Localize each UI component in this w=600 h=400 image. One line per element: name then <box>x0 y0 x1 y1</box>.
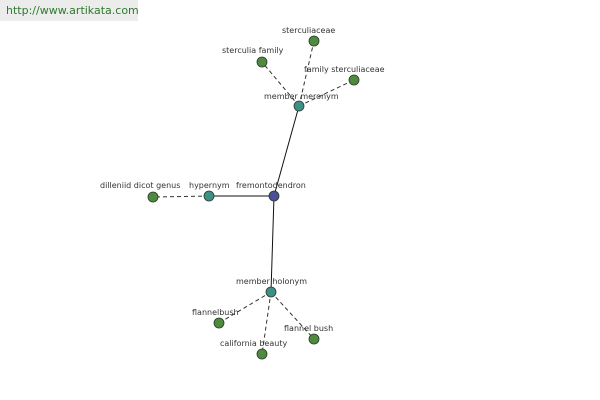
graph-labels: fremontodendron hypernym member meronym mem… <box>100 26 385 348</box>
node-label-california-beauty[interactable]: california beauty <box>220 339 287 348</box>
edge-fremontodendron-to-member-holonym <box>270 195 275 293</box>
node-flannel-bush[interactable] <box>308 333 320 345</box>
node-fremontodendron[interactable] <box>268 190 280 202</box>
edge-member-holonym-to-flannel-bush <box>270 291 315 340</box>
site-watermark[interactable]: http://www.artikata.com <box>0 0 139 21</box>
node-family-sterculiaceae[interactable] <box>348 74 360 86</box>
edge-fremontodendron-to-member-meronym <box>273 105 300 197</box>
node-label-family-sterculiaceae[interactable]: family sterculiaceae <box>304 65 385 74</box>
node-label-flannelbush[interactable]: flannelbush <box>192 308 239 317</box>
node-label-member-holonym[interactable]: member holonym <box>236 277 307 286</box>
node-label-member-meronym[interactable]: member meronym <box>264 92 339 101</box>
node-label-sterculia-family[interactable]: sterculia family <box>222 46 284 55</box>
node-label-flannel-bush[interactable]: flannel bush <box>284 324 333 333</box>
node-dilleniid-dicot-genus[interactable] <box>147 191 159 203</box>
edge-member-holonym-to-california-beauty <box>261 291 272 355</box>
edge-member-holonym-to-flannelbush <box>218 291 272 324</box>
node-sterculiaceae[interactable] <box>308 35 320 47</box>
graph-nodes <box>147 35 360 360</box>
edge-member-meronym-to-sterculia-family <box>261 61 300 107</box>
node-label-hypernym[interactable]: hypernym <box>189 181 230 190</box>
node-member-holonym[interactable] <box>265 286 277 298</box>
node-label-sterculiaceae[interactable]: sterculiaceae <box>282 26 335 35</box>
node-hypernym[interactable] <box>203 190 215 202</box>
edge-member-meronym-to-family-sterculiaceae <box>298 79 355 107</box>
node-label-fremontodendron[interactable]: fremontodendron <box>236 181 306 190</box>
graph-edges <box>152 40 355 355</box>
node-california-beauty[interactable] <box>256 348 268 360</box>
node-member-meronym[interactable] <box>293 100 305 112</box>
node-label-dilleniid-dicot-genus[interactable]: dilleniid dicot genus <box>100 181 180 190</box>
node-sterculia-family[interactable] <box>256 56 268 68</box>
edge-hypernym-to-dilleniid-dicot-genus <box>152 195 210 198</box>
node-flannelbush[interactable] <box>213 317 225 329</box>
